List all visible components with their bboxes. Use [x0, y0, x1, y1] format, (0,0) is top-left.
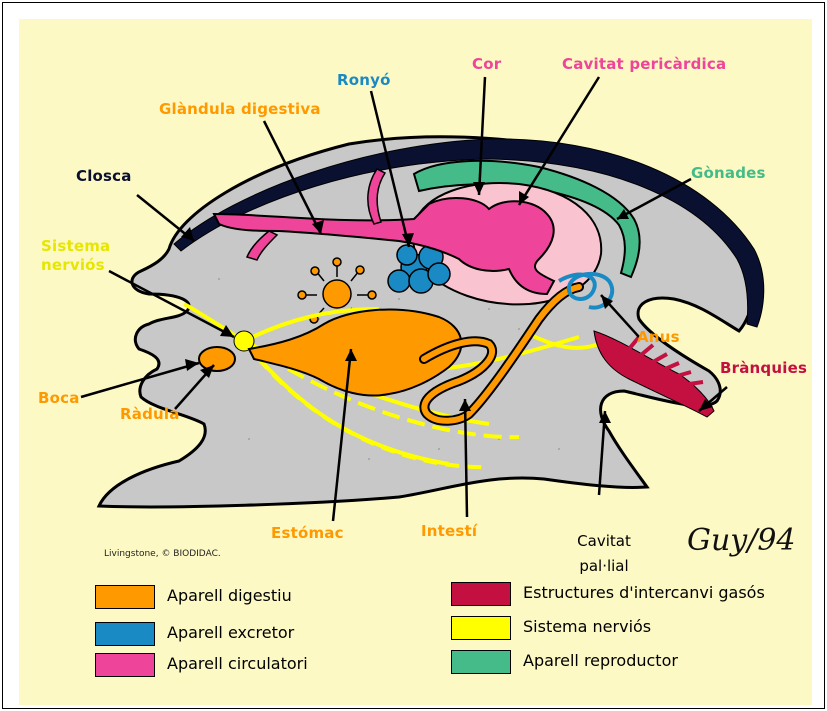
label-gonades: Gònades [691, 164, 766, 182]
label-sistema-line2: nerviós [41, 256, 110, 275]
legend-swatch-digestiu [95, 585, 155, 609]
label-cavitat-pericardica: Cavitat pericàrdica [562, 55, 726, 73]
label-anus: Anus [637, 328, 680, 346]
legend-swatch-circulatori [95, 653, 155, 677]
legend-label-excretor: Aparell excretor [167, 623, 294, 642]
legend-swatch-excretor [95, 622, 155, 646]
legend-label-nervios: Sistema nerviós [523, 617, 651, 636]
label-radula: Ràdula [120, 405, 180, 423]
label-cor: Cor [472, 55, 501, 73]
artist-signature: Guy/94 [687, 523, 796, 558]
radula-organ [199, 347, 235, 371]
label-glandula-digestiva: Glàndula digestiva [159, 100, 321, 118]
legend-label-circulatori: Aparell circulatori [167, 654, 308, 673]
label-branquies: Brànquies [720, 359, 807, 377]
legend-swatch-nervios [451, 616, 511, 640]
label-ronyo: Ronyó [337, 71, 391, 89]
diagram-panel: Closca Glàndula digestiva Ronyó Cor Cavi… [19, 19, 812, 705]
label-palial-line2: pal·lial [559, 554, 649, 579]
legend-label-digestiu: Aparell digestiu [167, 586, 292, 605]
label-intesti: Intestí [421, 522, 477, 540]
legend-swatch-intercanvi [451, 582, 511, 606]
label-sistema-line1: Sistema [41, 237, 110, 256]
label-palial-line1: Cavitat [559, 529, 649, 554]
legend-label-reproductor: Aparell reproductor [523, 651, 678, 670]
label-closca: Closca [76, 167, 132, 185]
label-estomac: Estómac [271, 524, 344, 542]
legend-swatch-reproductor [451, 650, 511, 674]
credit-text: Livingstone, © BIODIDAC. [104, 549, 221, 559]
label-cavitat-palial: Cavitat pal·lial [559, 529, 649, 579]
label-sistema-nervios: Sistema nerviós [41, 237, 110, 275]
legend-label-intercanvi: Estructures d'intercanvi gasós [523, 583, 765, 602]
label-boca: Boca [38, 389, 80, 407]
